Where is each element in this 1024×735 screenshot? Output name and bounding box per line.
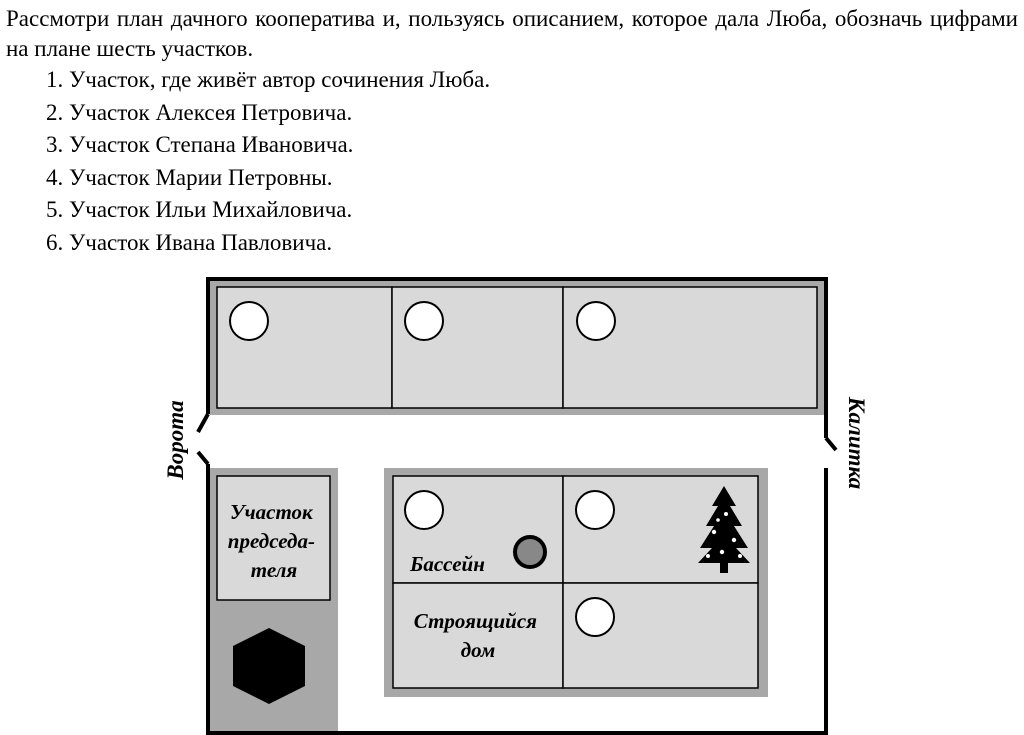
marker-top-3[interactable]	[576, 301, 616, 341]
chairman-label-line-3: теля	[251, 558, 298, 582]
construction-label-line-1: Строящийся	[414, 609, 537, 633]
chairman-plot	[216, 475, 331, 601]
pool-icon	[513, 535, 547, 569]
construction-plot	[392, 582, 564, 689]
marker-top-1[interactable]	[229, 301, 269, 341]
task-list: 1. Участок, где живёт автор сочинения Лю…	[46, 64, 490, 259]
task-item-4: 4. Участок Марии Петровны.	[46, 164, 333, 190]
outer-fence	[196, 277, 838, 735]
gate-label: Ворота	[163, 400, 188, 480]
pool-label: Бассейн	[409, 552, 485, 576]
marker-tree-plot[interactable]	[575, 490, 615, 530]
svg-text:Строящийся дом: Строящийся дом	[414, 609, 542, 662]
fir-tree-icon	[698, 486, 750, 573]
task-item-3: 3. Участок Степана Ивановича.	[46, 132, 354, 157]
task-item-6: 6. Участок Ивана Павловича.	[46, 229, 333, 255]
wicket-label: Калитка	[844, 396, 869, 489]
chairman-label-line-1: Участок	[230, 500, 314, 524]
marker-bottom-right-plot[interactable]	[575, 597, 615, 637]
svg-text:Участок председа- теля: Участок председа- теля	[228, 500, 320, 582]
marker-pool-plot[interactable]	[404, 490, 444, 530]
task-item-2: 2. Участок Алексея Петровича.	[46, 99, 353, 125]
task-item-5: 5. Участок Ильи Михайловича.	[46, 197, 353, 222]
construction-label-line-2: дом	[461, 638, 496, 662]
marker-top-2[interactable]	[404, 301, 444, 341]
chairman-label-line-2: председа-	[228, 529, 315, 553]
hexagon-icon	[233, 628, 305, 704]
task-item-1: 1. Участок, где живёт автор сочинения Лю…	[46, 67, 491, 92]
task-intro: Рассмотри план дачного кооператива и, по…	[6, 6, 1018, 61]
